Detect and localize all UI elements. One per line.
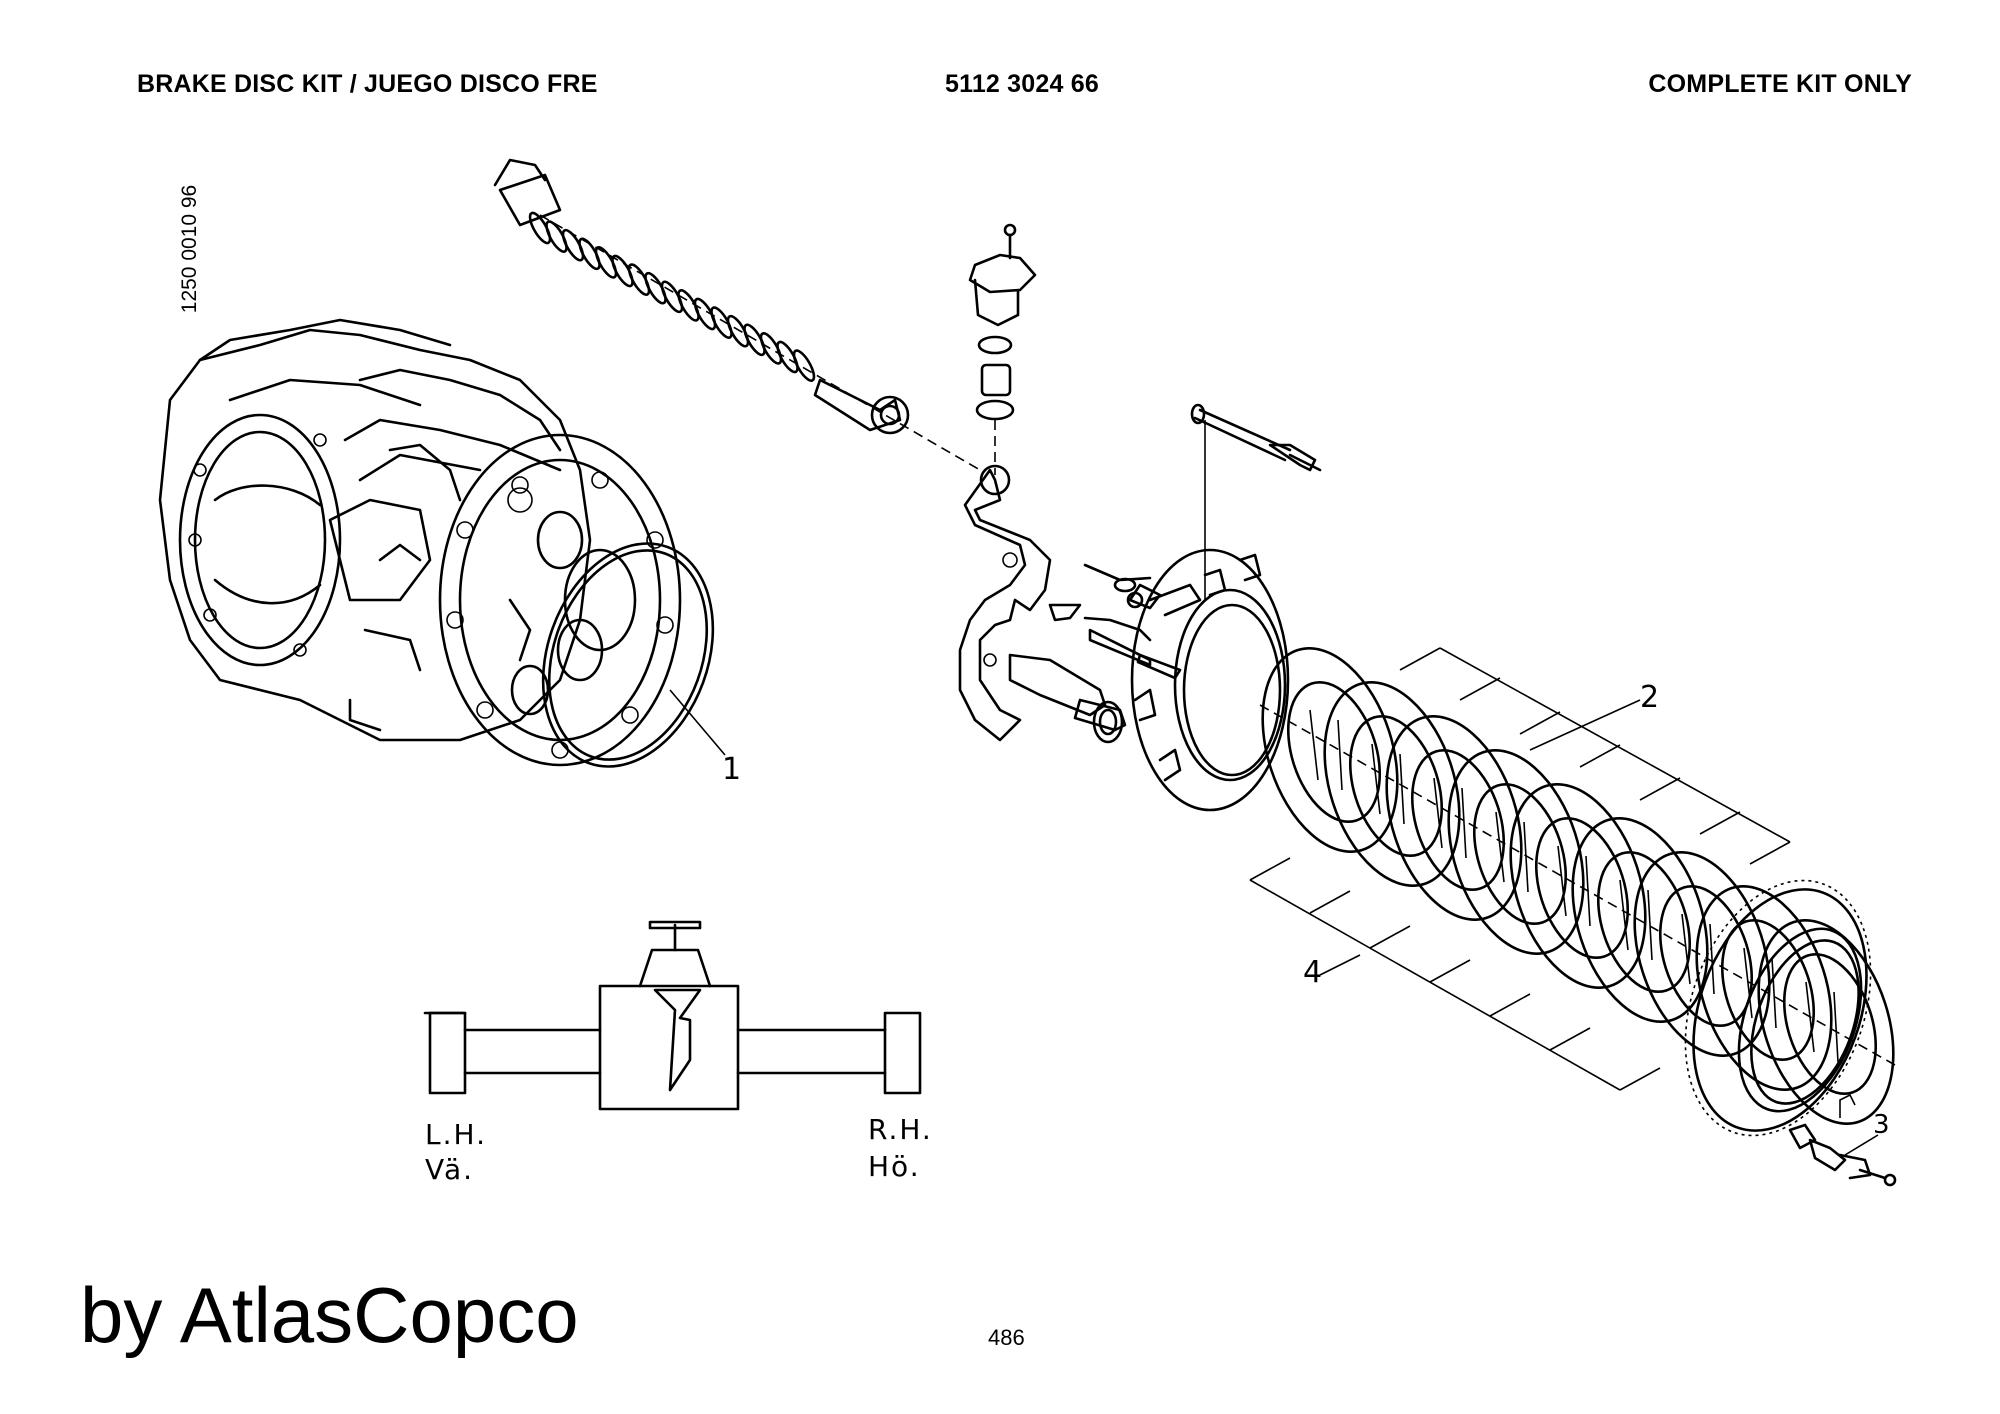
lever-bracket [958, 464, 1052, 742]
plug-stack [968, 223, 1037, 475]
page-number: 486 [988, 1325, 1025, 1350]
spring-shaft-assembly [493, 158, 981, 471]
callout-2: 2 [1640, 680, 1660, 715]
pressure-plate [1130, 548, 1290, 812]
axle-schematic [423, 920, 922, 1111]
callout-4: 4 [1303, 955, 1323, 990]
kit-note: COMPLETE KIT ONLY [1648, 70, 1912, 98]
brake-disc-pack [1261, 647, 1895, 1125]
pins-and-plugs [1048, 563, 1182, 680]
callout-1: 1 [722, 752, 742, 787]
axle-housing [158, 318, 682, 767]
disc-axis [1259, 704, 1896, 1066]
leader-1 [669, 689, 726, 756]
left-side-label: L.H. [425, 1118, 487, 1151]
right-side-label: R.H. [868, 1113, 933, 1146]
pull-rod [1190, 403, 1322, 600]
part-number: 5112 3024 66 [945, 70, 1099, 98]
brand-watermark: by AtlasCopco [80, 1271, 579, 1359]
kit-title: BRAKE DISC KIT / JUEGO DISCO FRE [137, 70, 598, 98]
right-side-label-local: Hö. [868, 1150, 921, 1183]
o-ring [541, 542, 715, 768]
splined-shaft [1008, 653, 1127, 744]
speed-sensor [1788, 1093, 1897, 1187]
disc-kit-bracket-lines [1249, 647, 1791, 1091]
left-side-label-local: Vä. [425, 1153, 475, 1186]
ring-gear [1684, 879, 1872, 1137]
callout-3: 3 [1873, 1110, 1890, 1140]
